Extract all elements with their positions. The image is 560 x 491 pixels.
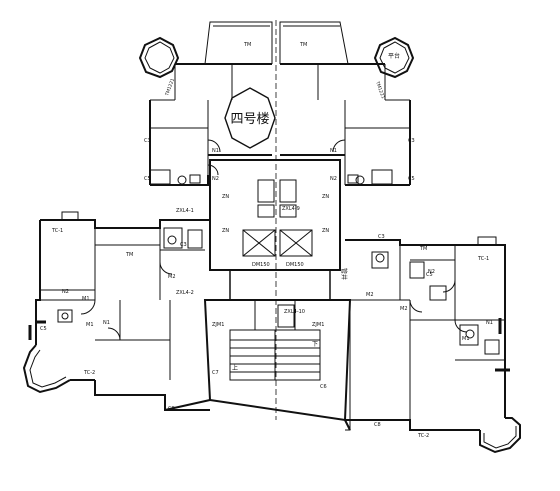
- label-c5: C5: [408, 176, 415, 182]
- label-n1: N1: [212, 148, 219, 154]
- label-m1: M1: [462, 336, 470, 342]
- plan-labels: 四号楼 TM TM TM TM TM1221 TM1221 平台 TC-1 TC…: [40, 42, 493, 439]
- label-n1: N1: [486, 320, 493, 326]
- right-wing: [345, 236, 521, 454]
- label-m2: M2: [366, 292, 374, 298]
- label-c8: C8: [374, 422, 381, 428]
- label-zn: ZN: [322, 194, 329, 200]
- label-down: 下: [312, 341, 318, 348]
- top-right-wing: [279, 21, 415, 186]
- label-m2: M2: [168, 274, 176, 280]
- label-c3: C3: [144, 138, 151, 144]
- label-tm1221-right: TM1221: [374, 80, 386, 100]
- label-zn: ZN: [322, 228, 329, 234]
- label-c5: C5: [426, 272, 433, 278]
- label-shaft: 管井: [340, 268, 348, 280]
- central-core: [209, 159, 341, 301]
- label-n2: N2: [330, 176, 337, 182]
- left-wing: [22, 211, 210, 411]
- label-tm-left: TM: [125, 252, 133, 258]
- label-n2: N2: [428, 269, 435, 275]
- label-c7: C7: [212, 370, 219, 376]
- label-tm-top-right: TM: [299, 42, 307, 48]
- label-zxl4-2: ZXL4-2: [176, 290, 194, 296]
- label-n1: N1: [330, 148, 337, 154]
- label-tc1-left: TC-1: [51, 228, 63, 234]
- label-up: 上: [232, 364, 238, 372]
- label-c5: C5: [144, 176, 151, 182]
- building-title: 四号楼: [230, 112, 269, 127]
- label-c8: C8: [168, 406, 175, 412]
- label-zxl4-10: ZXL4-10: [284, 309, 305, 315]
- stairwell: [203, 299, 352, 422]
- label-zn: ZN: [222, 228, 229, 234]
- label-tc2-left: TC-2: [83, 370, 95, 376]
- label-tm-top-left: TM: [243, 42, 251, 48]
- label-zxl4-1: ZXL4-1: [176, 208, 194, 214]
- top-left-wing: [138, 21, 273, 186]
- label-tm-right: TM: [419, 246, 427, 252]
- label-c6: C6: [320, 384, 327, 390]
- label-n2: N2: [62, 289, 69, 295]
- label-n2: N2: [212, 176, 219, 182]
- wall-segment: [164, 399, 211, 411]
- label-m1: M1: [86, 322, 94, 328]
- label-pingtai: 平台: [388, 52, 400, 60]
- label-tc2-right: TC-2: [417, 433, 429, 439]
- label-dm150-left: DM150: [252, 262, 270, 268]
- label-c3: C3: [378, 234, 385, 240]
- label-zjm1: ZJM1: [312, 322, 324, 328]
- label-n1: N1: [103, 320, 110, 326]
- label-m1: M1: [82, 296, 90, 302]
- label-c3: C3: [180, 242, 187, 248]
- label-c5: C5: [40, 326, 47, 332]
- label-zxl4-9: ZXL4-9: [282, 206, 300, 212]
- label-tc1-right: TC-1: [477, 256, 489, 262]
- label-zn: ZN: [222, 194, 229, 200]
- wall-segment: [344, 419, 351, 431]
- label-tm1221-left: TM1221: [164, 78, 176, 98]
- label-c3: C3: [408, 138, 415, 144]
- label-m2: M2: [400, 306, 408, 312]
- label-dm150-right: DM150: [286, 262, 304, 268]
- label-zjm1: ZJM1: [212, 322, 224, 328]
- building-title-badge: [224, 87, 276, 149]
